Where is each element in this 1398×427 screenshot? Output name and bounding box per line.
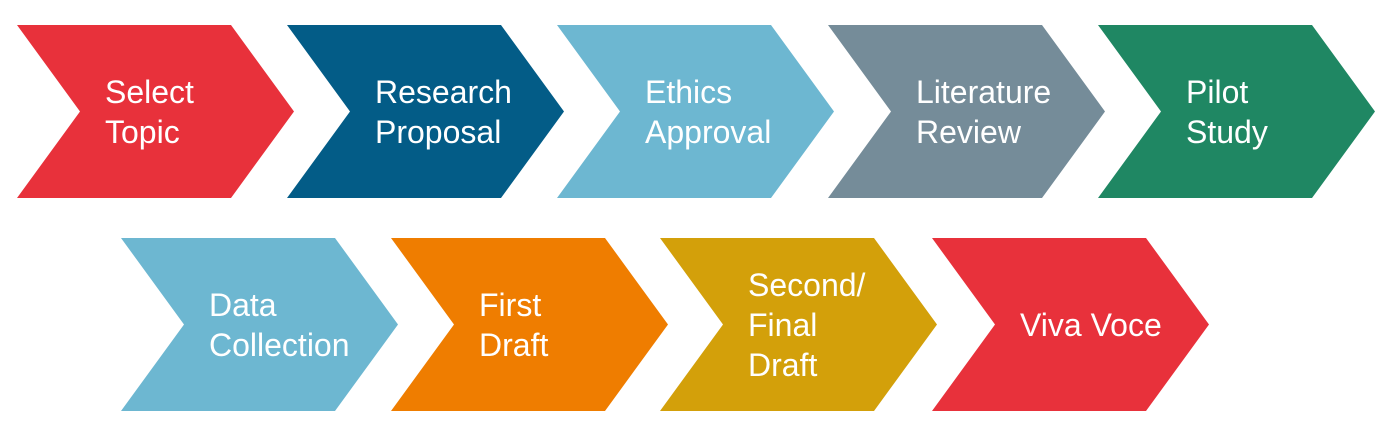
step-label: Viva Voce (1020, 238, 1162, 411)
chevron-shape (828, 25, 1105, 198)
step-label-line: Proposal (375, 113, 502, 150)
chevron-shape (391, 238, 668, 411)
chevron-shape (1098, 25, 1375, 198)
chevron-shape (121, 238, 398, 411)
step-label-line: Data (209, 286, 277, 323)
step-label-line: Draft (479, 326, 549, 363)
step-label-line: Ethics (645, 73, 733, 110)
step-label-line: Topic (105, 113, 180, 150)
step-label-line: Select (105, 73, 194, 110)
step-label-line: Approval (645, 113, 772, 150)
step-label-line: Study (1186, 113, 1268, 150)
chevron-shape (287, 25, 564, 198)
step-label-line: Pilot (1186, 73, 1249, 110)
step-label-line: Collection (209, 326, 350, 363)
step-label-line: Literature (916, 73, 1052, 110)
chevron-shape (660, 238, 937, 411)
step-label-line: Second/ (748, 266, 866, 303)
chevron-step: Viva Voce (932, 238, 1209, 411)
step-label-line: First (479, 286, 542, 323)
step-label-line: Final (748, 306, 818, 343)
step-label-line: Research (375, 73, 512, 110)
chevron-shape (557, 25, 834, 198)
step-label-line: Draft (748, 346, 818, 383)
chevron-shape (17, 25, 294, 198)
step-label-line: Viva Voce (1020, 306, 1162, 343)
chevron-shape (932, 238, 1209, 411)
step-label-line: Review (916, 113, 1021, 150)
